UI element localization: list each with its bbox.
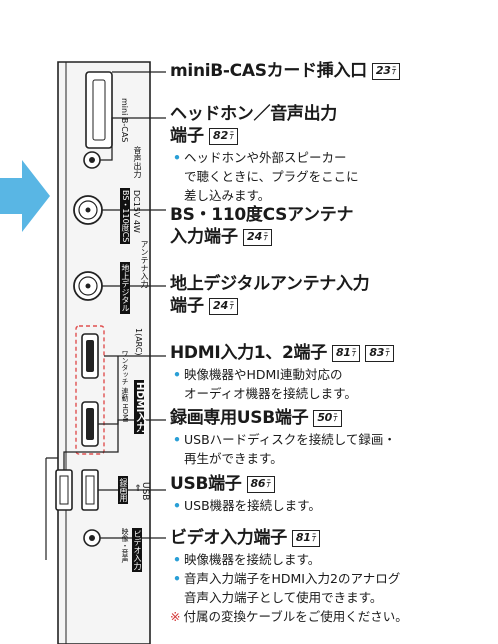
bullet-item: 差し込みます。 [184, 188, 271, 203]
bullet-list: •USB機器を接続します。 [170, 496, 321, 515]
bullet-item: で聴くときに、プラグをここに [184, 169, 359, 184]
page-ref: 81 [291, 530, 321, 547]
bullet-item: •USBハードディスクを接続して録画・ [173, 432, 396, 447]
label-video-input: ビデオ入力 [132, 528, 142, 572]
bullet-item: 再生ができます。 [184, 451, 283, 466]
footnote-text: 付属の変換ケーブルをご使用ください。 [183, 609, 408, 624]
bullet-item: •映像機器を接続します。 [173, 552, 321, 567]
label-terrestrial: 地上デジタル [120, 262, 130, 314]
label-hdmi-sub: ワンタッチ 連動 HDMI [121, 350, 129, 423]
terrestrial-connector-pin [85, 283, 91, 289]
callout-title-line2: 端子 [170, 126, 204, 146]
page-ref: 24 [209, 298, 239, 315]
footnote-mark: ※ [170, 609, 181, 624]
hdmi-port-2-inner [86, 408, 94, 440]
bullet-list: •映像機器を接続します。 •音声入力端子をHDMI入力2のアナログ 音声入力端子… [170, 550, 408, 607]
usb-port-inner [85, 475, 95, 505]
label-bs-cs: BS・110度CS [120, 188, 130, 245]
callout-headphone: ヘッドホン／音声出力 端子 82 •ヘッドホンや外部スピーカー で聴くときに、プラ… [170, 103, 359, 205]
leader-headphone [100, 117, 166, 161]
bullet-list: •USBハードディスクを接続して録画・ 再生ができます。 [170, 430, 396, 468]
label-video-sub: 映像・音声 [121, 528, 129, 563]
callout-title-line2: 端子 [170, 296, 204, 316]
callout-title: BS・110度CSアンテナ [170, 205, 354, 225]
page-ref: 24 [243, 229, 273, 246]
video-input-jack-hole [89, 535, 95, 541]
footnote: ※付属の変換ケーブルをご使用ください。 [170, 607, 408, 626]
label-hdmi-num2: 2 [134, 426, 143, 432]
bullet-dot: • [173, 367, 181, 382]
label-hdmi-input: HDMI入力 [134, 380, 145, 435]
callout-hdmi: HDMI入力1、2端子8183 •映像機器やHDMI連動対応の オーディオ機器を… [170, 342, 394, 403]
label-antenna-input: アンテナ入力 [140, 240, 149, 288]
label-minib-cas: mini B-CAS [120, 98, 129, 143]
callout-title: 録画専用USB端子 [170, 408, 309, 428]
bullet-item: •ヘッドホンや外部スピーカー [173, 150, 347, 165]
hdmi-port-1-inner [86, 340, 94, 372]
callout-title: ビデオ入力端子 [170, 528, 287, 548]
callout-title: ヘッドホン／音声出力 [170, 104, 337, 124]
direction-arrow [0, 160, 50, 232]
bullet-item: オーディオ機器を接続します。 [184, 386, 357, 401]
page-ref: 81 [331, 345, 361, 362]
page-ref: 86 [246, 476, 275, 493]
page-ref: 50 [313, 410, 342, 427]
label-usb: USB [140, 482, 150, 501]
label-hdmi-arc: 1(ARC) [134, 328, 143, 356]
callout-title: 地上デジタルアンテナ入力 [170, 274, 370, 294]
bs-cs-connector-pin [85, 207, 91, 213]
callout-title: miniB-CASカード挿入口 [170, 61, 367, 81]
callout-bs-cs: BS・110度CSアンテナ 入力端子 24 [170, 204, 353, 248]
bullet-item: •音声入力端子をHDMI入力2のアナログ [173, 571, 401, 586]
terrestrial-connector-ring [78, 276, 98, 296]
minib-cas-slot-inner [92, 79, 106, 141]
label-usb-arrow: ⇐ [132, 484, 142, 492]
bullet-dot: • [173, 432, 181, 447]
bullet-item: •USB機器を接続します。 [173, 498, 321, 513]
page-ref: 23 [371, 63, 401, 80]
headphone-jack-hole [89, 157, 95, 163]
bullet-list: •ヘッドホンや外部スピーカー で聴くときに、プラグをここに 差し込みます。 [170, 148, 359, 205]
callout-title-line2: 入力端子 [170, 227, 238, 247]
page-ref: 82 [209, 128, 239, 145]
bullet-dot: • [173, 552, 181, 567]
bullet-dot: • [173, 498, 181, 513]
bullet-item: 音声入力端子として使用できます。 [184, 590, 383, 605]
label-headphone: 音声出力 [133, 146, 142, 178]
label-rec-usb: 録画用 [118, 476, 128, 504]
callout-terrestrial: 地上デジタルアンテナ入力 端子 24 [170, 273, 370, 317]
bs-cs-connector-ring [78, 200, 98, 220]
bullet-dot: • [173, 571, 181, 586]
callout-title: HDMI入力1、2端子 [170, 343, 327, 363]
callout-title: USB端子 [170, 474, 242, 494]
hdmi-group-outline [75, 325, 105, 455]
label-bs-power: DC15V 4W [132, 190, 141, 233]
page-ref-2: 83 [365, 345, 394, 362]
side-panel-lower [45, 457, 58, 560]
bullet-dot: • [173, 150, 181, 165]
rec-usb-port-inner [59, 475, 69, 505]
bullet-list: •映像機器やHDMI連動対応の オーディオ機器を接続します。 [170, 365, 394, 403]
bullet-item: •映像機器やHDMI連動対応の [173, 367, 343, 382]
